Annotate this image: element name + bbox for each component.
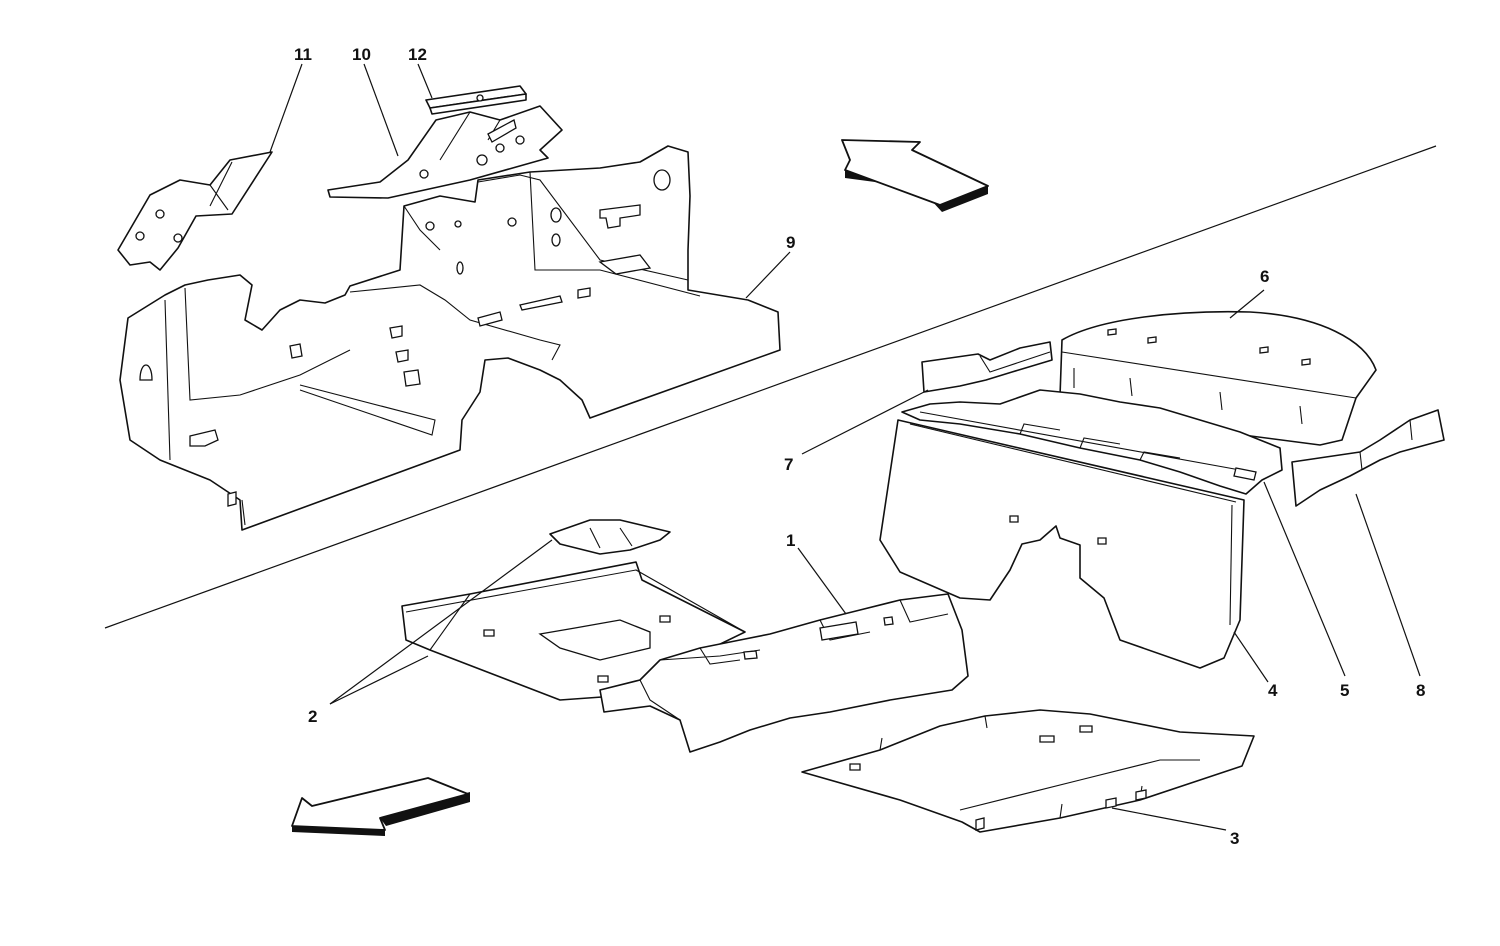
part-7-pad [921, 341, 1053, 393]
callout-1: 1 [786, 531, 795, 550]
callout-4: 4 [1268, 681, 1278, 700]
callout-5: 5 [1340, 681, 1349, 700]
leader-line-7 [801, 389, 929, 455]
leader-line-3 [1111, 807, 1227, 831]
leader-line-9 [745, 251, 791, 299]
callout-3: 3 [1230, 829, 1239, 848]
divider-line [104, 145, 1437, 629]
direction-arrow-up-left-icon [841, 139, 989, 212]
callout-11: 11 [294, 45, 312, 64]
leader-line-12 [417, 63, 433, 99]
callout-2: 2 [308, 707, 317, 726]
callout-12: 12 [408, 45, 427, 64]
leader-line-4 [1233, 631, 1269, 683]
part-4-hanging-panel [879, 419, 1245, 669]
leader-line-2b [329, 655, 429, 705]
leader-line-6 [1229, 289, 1265, 319]
part-5-frame-board [901, 389, 1283, 495]
callout-7: 7 [784, 455, 793, 474]
part-3-floor-panel [801, 709, 1255, 833]
callout-10: 10 [352, 45, 371, 64]
leader-line-5 [1263, 481, 1346, 677]
part-1-tunnel-piece [599, 593, 969, 753]
part-8-pad [1291, 409, 1445, 507]
direction-arrow-down-left-icon [291, 777, 470, 836]
part-11-bracket [117, 151, 273, 271]
callout-labels: 1 2 3 4 5 6 7 8 9 10 11 12 [294, 45, 1425, 848]
leader-line-8 [1355, 493, 1421, 677]
callout-8: 8 [1416, 681, 1425, 700]
leader-line-10 [363, 63, 399, 157]
part-12-strip [425, 85, 527, 115]
leader-lines [269, 63, 1421, 831]
leader-line-1 [797, 547, 847, 615]
part-9-tunnel-insulation [119, 145, 781, 531]
part-2-small-plate [549, 519, 671, 555]
leader-line-11 [269, 63, 303, 153]
part-10-panel [327, 105, 563, 199]
callout-6: 6 [1260, 267, 1269, 286]
callout-9: 9 [786, 233, 795, 252]
leader-line-2a [329, 539, 553, 705]
